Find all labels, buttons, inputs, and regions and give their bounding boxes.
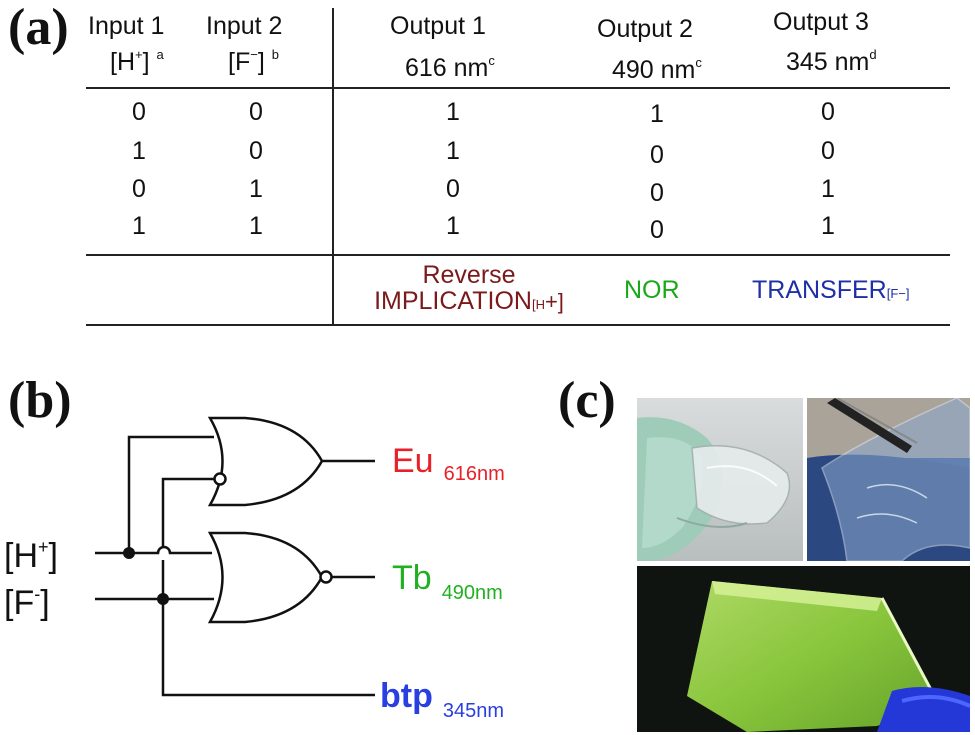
input-h-label: [H+] xyxy=(4,537,58,575)
output-btp-label: btp 345nm xyxy=(380,677,504,722)
gate-name-implication: IMPLICATION xyxy=(374,287,532,316)
photo-film-green-luminescence xyxy=(637,566,970,732)
gate-name-transfer-suffix: −] xyxy=(898,286,910,301)
header-output-1-unit: 616 nmc xyxy=(405,53,495,82)
gate-name-implication-subscript: [H xyxy=(531,297,545,313)
output-eu-name: Eu xyxy=(392,442,434,480)
header-output-2-unit: 490 nmc xyxy=(612,55,702,84)
gate-name-transfer-subscript: [F xyxy=(886,286,899,301)
input-f-species: [F xyxy=(4,584,34,622)
nor-gate xyxy=(207,531,324,624)
gate-name-implication-line: IMPLICATION[H+] xyxy=(344,288,594,314)
header-input-1-footnote: a xyxy=(156,47,164,62)
nor-gate-inverter-bubble xyxy=(319,570,333,584)
cell-r2-c2: 0 xyxy=(249,137,263,165)
header-input-1-unit: [H+] a xyxy=(110,47,164,76)
h-junction-dot xyxy=(123,547,135,559)
header-input-2: Input 2 xyxy=(206,14,282,39)
header-output-2-wavelength: 490 nm xyxy=(612,56,696,84)
cell-r3-c2: 1 xyxy=(249,175,263,203)
header-input-2-bracket: ] xyxy=(257,48,265,76)
header-input-2-title: Input 2 xyxy=(206,12,283,40)
cell-r3-c4: 0 xyxy=(650,179,664,207)
gate-name-transfer-label: TRANSFER xyxy=(752,276,887,304)
or-gate xyxy=(207,416,324,507)
cell-r4-c5: 1 xyxy=(821,212,835,240)
output-tb-wavelength: 490nm xyxy=(442,582,503,604)
header-input-2-species: [F xyxy=(228,48,251,76)
gate-name-reverse-implication: Reverse IMPLICATION[H+] xyxy=(344,262,594,315)
or-gate-inverter-bubble xyxy=(213,472,227,486)
gate-name-transfer: TRANSFER[F−] xyxy=(752,277,910,303)
header-output-1-footnote: c xyxy=(488,53,495,68)
header-output-3-unit: 345 nmd xyxy=(786,47,877,76)
header-output-1-title: Output 1 xyxy=(390,12,486,40)
cell-r1-c2: 0 xyxy=(249,98,263,126)
cell-r3-c5: 1 xyxy=(821,175,835,203)
output-eu-wavelength: 616nm xyxy=(444,463,505,485)
header-input-2-footnote: b xyxy=(271,47,279,62)
header-input-2-charge: − xyxy=(250,47,258,62)
header-input-1-charge: + xyxy=(135,47,143,62)
output-eu-label: Eu 616nm xyxy=(392,442,505,485)
cell-r4-c1: 1 xyxy=(132,212,146,240)
gate-name-reverse: Reverse xyxy=(422,261,516,289)
header-output-3-title: Output 3 xyxy=(773,8,869,36)
input-f-charge: - xyxy=(34,584,40,604)
h-branch-wire xyxy=(127,435,214,553)
btp-output-wire xyxy=(161,599,375,697)
header-input-1-title: Input 1 xyxy=(88,12,165,40)
cell-r1-c5: 0 xyxy=(821,98,835,126)
photo-film-held-tweezers xyxy=(807,398,970,561)
header-output-2-footnote: c xyxy=(695,55,702,70)
panel-label-c: (c) xyxy=(558,372,616,429)
photo-film-held-gloved-hand xyxy=(637,398,803,561)
output-btp-wavelength: 345nm xyxy=(443,700,504,722)
cell-r3-c1: 0 xyxy=(132,175,146,203)
header-output-2: Output 2 xyxy=(597,17,693,42)
gate-name-nor: NOR xyxy=(624,276,680,304)
cell-r2-c3: 1 xyxy=(446,137,460,165)
cell-r4-c2: 1 xyxy=(249,212,263,240)
cell-r3-c3: 0 xyxy=(446,175,460,203)
cell-r2-c1: 1 xyxy=(132,137,146,165)
header-output-3-footnote: d xyxy=(869,47,877,62)
column-divider xyxy=(332,8,334,326)
input-f-bracket: ] xyxy=(40,584,49,622)
header-input-2-unit: [F−] b xyxy=(228,47,279,76)
header-input-1-bracket: ] xyxy=(142,48,150,76)
body-rule xyxy=(86,254,950,256)
cell-r1-c3: 1 xyxy=(446,98,460,126)
input-h-species: [H xyxy=(4,537,38,575)
h-input-wire xyxy=(95,545,212,555)
header-output-1-wavelength: 616 nm xyxy=(405,54,489,82)
cell-r2-c5: 0 xyxy=(821,137,835,165)
panel-label-a: (a) xyxy=(8,0,69,56)
output-tb-name: Tb xyxy=(392,559,432,597)
cell-r2-c4: 0 xyxy=(650,141,664,169)
f-junction-dot xyxy=(157,593,169,605)
header-output-2-title: Output 2 xyxy=(597,15,693,43)
header-input-1-species: [H xyxy=(110,48,135,76)
cell-r1-c1: 0 xyxy=(132,98,146,126)
gate-name-implication-suffix: +] xyxy=(544,289,564,315)
cell-r4-c3: 1 xyxy=(446,212,460,240)
output-btp-name: btp xyxy=(380,677,433,715)
logic-circuit: [H+] [F-] Eu 616nm Tb 490nm btp 345nm xyxy=(4,416,505,722)
bottom-rule xyxy=(86,324,950,326)
input-f-label: [F-] xyxy=(4,584,50,622)
header-output-1: Output 1 xyxy=(390,14,486,39)
f-branch-wire xyxy=(161,477,214,599)
header-rule xyxy=(86,87,950,89)
header-output-3: Output 3 xyxy=(773,10,869,35)
input-h-bracket: ] xyxy=(49,537,58,575)
panel-label-b: (b) xyxy=(8,372,72,429)
header-input-1: Input 1 xyxy=(88,14,164,39)
cell-r4-c4: 0 xyxy=(650,216,664,244)
header-output-3-wavelength: 345 nm xyxy=(786,48,870,76)
cell-r1-c4: 1 xyxy=(650,100,664,128)
output-tb-label: Tb 490nm xyxy=(392,559,503,604)
input-h-charge: + xyxy=(38,537,49,557)
